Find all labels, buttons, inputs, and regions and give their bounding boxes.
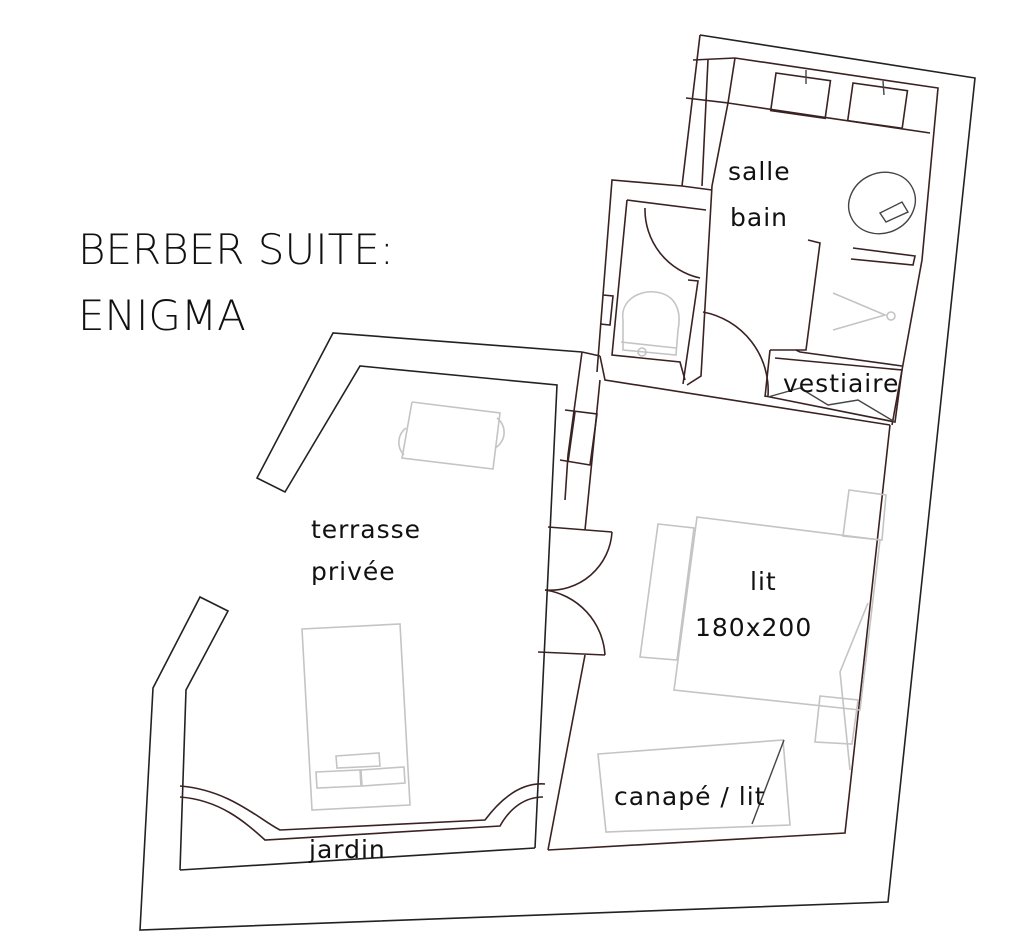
sink — [769, 72, 832, 120]
bath-door — [702, 311, 769, 397]
plan-title-line1: BERBER SUITE: — [78, 225, 394, 274]
chair-icon — [494, 417, 505, 449]
toilet-icon — [622, 291, 680, 356]
bath-outer-left — [681, 34, 701, 187]
wc-outer — [596, 179, 683, 373]
sun-lounger — [301, 623, 411, 811]
wc-door — [644, 207, 701, 279]
shower-partition — [796, 239, 821, 351]
label-jardin: jardin — [308, 835, 386, 864]
label-bain: bain — [730, 203, 788, 232]
furniture — [301, 70, 917, 833]
sink — [846, 82, 909, 130]
bedroom-walls — [547, 424, 891, 851]
bed-headboard — [639, 523, 695, 661]
bath-left-wall — [685, 97, 729, 386]
label-terrasse: terrasse — [311, 515, 421, 544]
bathtub-icon — [847, 171, 917, 235]
bath-right-inner — [734, 57, 939, 426]
terrace-wall — [255, 332, 583, 849]
label-privee: privée — [311, 557, 396, 586]
bedroom-top-wall — [599, 355, 891, 426]
bedroom-window — [559, 409, 598, 466]
shower-icon — [832, 292, 888, 331]
label-lit: lit — [750, 567, 777, 596]
garden-bottom — [179, 847, 536, 871]
bath-left-strip — [701, 59, 709, 187]
label-vestiaire: vestiaire — [783, 369, 899, 398]
vestiaire-box — [764, 357, 903, 423]
walls — [139, 34, 976, 931]
sofa-bed — [597, 739, 791, 833]
outer-wall — [139, 34, 976, 931]
terrace-table — [401, 401, 501, 470]
vestiaire-hangers — [767, 387, 896, 423]
wc-window — [599, 294, 614, 326]
wc-inner — [611, 199, 686, 381]
plan-title-line2: ENIGMA — [78, 291, 246, 340]
terrace-double-door — [537, 526, 613, 656]
cushion-icon — [335, 752, 381, 769]
label-sofa: canapé / lit — [614, 782, 766, 811]
label-salle: salle — [728, 157, 791, 186]
bed — [673, 516, 881, 711]
garden-wall-inner — [179, 796, 544, 841]
garden-wall-outer — [179, 783, 546, 831]
nightstand — [842, 489, 887, 541]
chair-icon — [398, 427, 407, 456]
nightstand — [814, 695, 859, 745]
room-labels: salle bain vestiaire terrasse privée lit… — [308, 157, 899, 864]
label-bed-size: 180x200 — [695, 613, 812, 642]
